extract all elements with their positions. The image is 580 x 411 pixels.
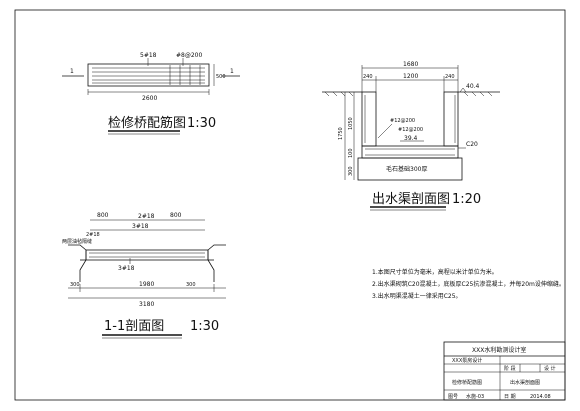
ch-wall-left [361,91,377,147]
ch-dim-1050: 1050 [348,117,354,130]
plan-section-mark-right: 1 [230,68,234,75]
sheet-border [14,9,566,401]
channel-scale: 1:20 [452,192,481,207]
ch-bar-v-label: #12@200 [390,118,415,124]
s11-left-note: 两层油毡隔缝 [62,238,92,245]
s11-dim-800-right: 800 [170,212,182,219]
ch-dim-1200: 1200 [403,73,418,80]
plan-height-dim: 500 [216,74,226,80]
s11-bar-2-label: 2#18 [138,213,155,220]
tb-project: XXX泵房设计 [452,357,482,364]
plan-section-mark-left: 1 [70,68,74,75]
plan-bar-dist-label: #8@200 [176,52,202,59]
tb-drawing-no: 水施-03 [466,393,484,400]
s11-dim-300-left: 300 [70,282,80,288]
ch-c20-label: C20 [466,141,478,148]
tb-drawing-no-label: 图号 [448,394,458,400]
tb-date: 2014.08 [530,394,551,400]
ch-dim-300: 300 [348,166,354,176]
s11-dim-300-right: 300 [186,282,196,288]
ch-elev-top: 40.4 [466,83,480,90]
section-1-1: 800 2#18 800 3#18 2#18 两层油毡隔缝 3#18 300 1… [62,212,226,339]
note-2: 2.出水渠砌筑C20混凝土，底板厚C25抗渗混凝土，并每20m设伸缩缝。 [372,280,565,288]
channel-section: 1680 240 1200 240 40.4 毛石基础300厚 #12@200 … [322,61,500,211]
tb-date-label: 日 期 [504,394,516,400]
s11-bar-3-top-label: 3#18 [132,223,149,230]
s11-bar-3-bot-label: 3#18 [118,265,135,272]
ch-wall-right [443,91,459,147]
s11-beam [85,249,209,261]
tb-company: XXX水利勘测设计室 [472,346,526,354]
s11-bar-2b-label: 2#18 [86,232,100,238]
ch-bar-h-label: #12@200 [398,127,423,133]
plan-view: 5#18 #8@200 2600 500 1 1 检修桥配筋图 1:30 [62,52,240,135]
tb-drawing-name: 检修桥配筋图 [452,379,482,386]
ch-dim-240-right: 240 [445,74,455,80]
plan-outline [87,63,210,87]
ch-rubble-base [357,157,463,181]
note-3: 3.出水明渠混凝土一律采用C25。 [372,292,462,300]
ch-base-label: 毛石基础300厚 [386,165,427,173]
channel-title: 出水渠剖面图 [372,192,450,207]
section11-title: 1-1剖面图 [104,319,164,334]
notes-block: 1.本图尺寸单位为毫米，高程以米计单位为米。 2.出水渠砌筑C20混凝土，底板厚… [372,268,565,300]
tb-drawing-name-2: 出水渠剖面图 [510,379,540,386]
s11-dim-1980: 1980 [139,281,154,288]
ch-floor-slab [361,145,459,159]
section11-scale: 1:30 [190,319,219,334]
tb-col-stage: 阶 段 [504,365,516,372]
plan-width-dim: 2600 [142,95,157,102]
s11-dim-800-left: 800 [97,212,109,219]
plan-bar-top-label: 5#18 [140,52,157,59]
tb-col-design: 设 计 [544,365,556,372]
plan-scale: 1:30 [187,116,216,131]
ch-dim-1750: 1750 [338,127,344,140]
s11-dim-3180: 3180 [139,301,154,308]
ch-elev-mid: 39.4 [404,135,418,142]
ch-dim-100: 100 [348,148,354,158]
plan-title: 检修桥配筋图 [108,115,186,131]
title-block: XXX水利勘测设计室 XXX泵房设计 阶 段 设 计 检修桥配筋图 出水渠剖面图… [443,341,566,401]
ch-dim-240-left: 240 [363,74,373,80]
ch-dim-1680: 1680 [403,61,418,68]
note-1: 1.本图尺寸单位为毫米，高程以米计单位为米。 [372,268,498,276]
